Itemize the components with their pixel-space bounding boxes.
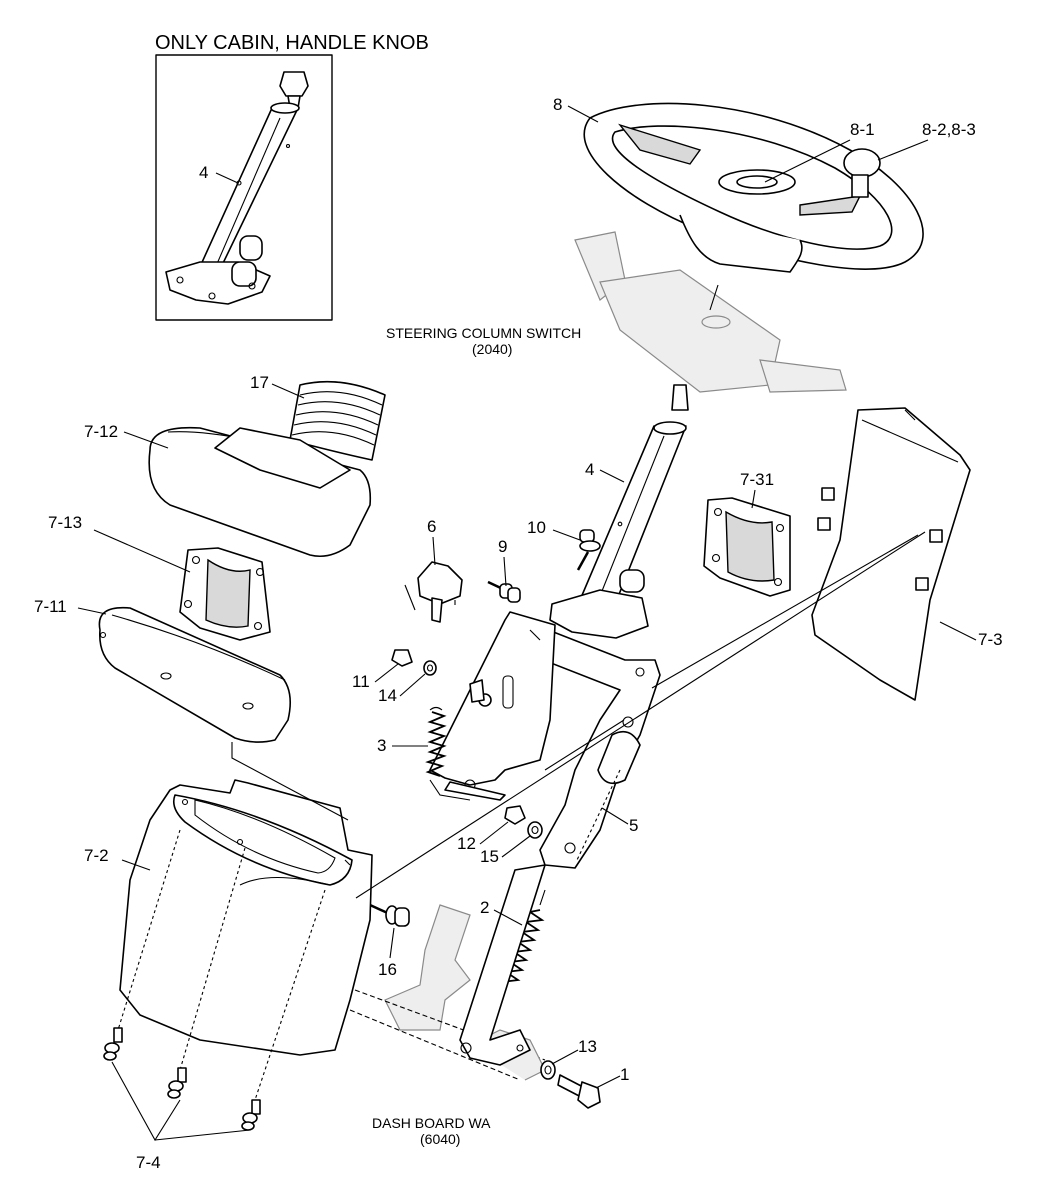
boot-17 [289,380,386,461]
callout-7-2: 7-2 [84,846,109,865]
nut-11 [391,649,413,667]
dash-board-note-line2: (6040) [420,1131,460,1147]
callout-8: 8 [553,95,562,114]
screw-7-4-b [167,1067,187,1099]
steering-column-switch-ghost [574,231,847,393]
callout-14: 14 [378,686,397,705]
inset-title: ONLY CABIN, HANDLE KNOB [155,32,429,54]
washer-14 [423,660,437,676]
cover-7-2 [117,779,373,1101]
callout-8-1: 8-1 [850,120,875,139]
lever-6 [404,561,463,623]
screw-7-4-a [103,1027,123,1061]
callout-9: 9 [498,537,507,556]
nut-12 [504,805,526,825]
steering-switch-note-line2: (2040) [472,341,512,357]
callout-2: 2 [480,898,489,917]
callout-10: 10 [527,518,546,537]
dash-board-note-line1: DASH BOARD WA [372,1115,491,1131]
steering-column [549,384,689,639]
bolt-9 [487,580,521,603]
inset-callout-4: 4 [199,163,208,182]
washer-13 [540,1060,556,1080]
bolt-10 [576,529,601,571]
callout-6: 6 [427,517,436,536]
inset-panel: ONLY CABIN, HANDLE KNOB 4 [155,32,429,321]
callout-7-13: 7-13 [48,513,82,532]
washer-15 [527,821,543,839]
lower-arm [459,864,546,1066]
steering-wheel [583,102,924,273]
callout-3: 3 [377,736,386,755]
side-plate [429,611,556,801]
callout-5: 5 [629,816,638,835]
callout-15: 15 [480,847,499,866]
inset-steering-column [165,71,309,305]
spring-2 [501,889,546,983]
callout-13: 13 [578,1037,597,1056]
callout-7-3: 7-3 [978,630,1003,649]
callout-17: 17 [250,373,269,392]
callout-7-12: 7-12 [84,422,118,441]
bracket-5 [504,614,661,869]
steering-switch-note-line1: STEERING COLUMN SWITCH [386,325,581,341]
bolt-16 [369,903,410,927]
callout-12: 12 [457,834,476,853]
bolt-1 [557,1074,601,1109]
callout-11: 11 [352,672,370,691]
callout-16: 16 [378,960,397,979]
callout-4: 4 [585,460,594,479]
callout-7-11: 7-11 [34,597,67,616]
callout-1: 1 [620,1065,629,1084]
spring-3 [425,706,471,801]
cover-7-12 [148,426,372,558]
callout-7-4: 7-4 [136,1153,161,1172]
screw-7-4-c [241,1099,261,1131]
callout-7-31: 7-31 [740,470,774,489]
bracket-7-31 [703,497,791,597]
bracket-7-13 [179,547,271,641]
callout-8-2-8-3: 8-2,8-3 [922,120,976,139]
cover-7-11 [98,606,291,743]
